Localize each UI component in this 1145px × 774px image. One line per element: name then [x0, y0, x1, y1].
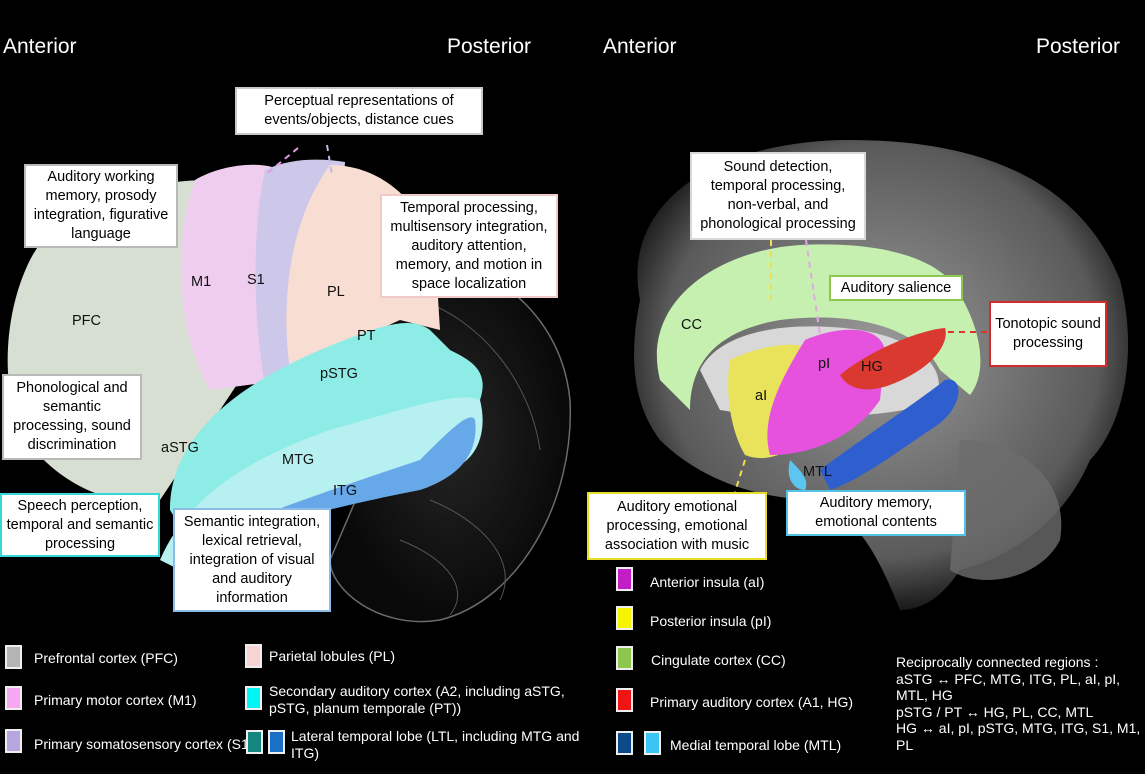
legend-label: Primary somatosensory cortex (S1) [34, 736, 254, 752]
left-posterior-heading: Posterior [447, 35, 532, 58]
pl-swatch [245, 644, 262, 668]
callout-memory: Auditory memory, emotional contents [786, 490, 966, 536]
legend-label: Anterior insula (aI) [650, 574, 765, 590]
mtl-swatch-dark [616, 731, 633, 755]
label-itg: ITG [333, 483, 358, 499]
region-mtl-light [788, 460, 807, 490]
callout-temporal: Temporal processing, multisensory integr… [380, 194, 558, 298]
label-pt: PT [357, 328, 376, 344]
callout-working-memory: Auditory working memory, prosody integra… [24, 164, 178, 248]
right-posterior-heading: Posterior [1036, 35, 1121, 58]
label-pfc: PFC [72, 313, 101, 329]
label-s1: S1 [247, 272, 265, 288]
mtl-swatch-light [644, 731, 661, 755]
label-mtl: MTL [803, 464, 832, 480]
cc-swatch [616, 646, 633, 670]
callout-sound-detection: Sound detection, temporal processing, no… [690, 152, 866, 240]
legend-label: Parietal lobules (PL) [269, 648, 396, 664]
region-hg [840, 328, 946, 390]
pfc-swatch [5, 645, 22, 669]
a1-swatch [616, 688, 633, 712]
ai-swatch [616, 567, 633, 591]
callout-emotional: Auditory emotional processing, emotional… [587, 492, 767, 560]
reciprocal-line: aSTG ↔ PFC, MTG, ITG, PL, aI, pI, MTL, H… [896, 670, 1121, 704]
callout-phonological: Phonological and semantic processing, so… [2, 374, 142, 460]
m1-swatch [5, 686, 22, 710]
legend-label: Primary auditory cortex (A1, HG) [650, 694, 854, 710]
label-hg: HG [861, 359, 883, 375]
region-mtl [820, 379, 959, 490]
reciprocal-connections: Reciprocally connected regions : aSTG ↔ … [896, 654, 1141, 753]
label-astg: aSTG [161, 440, 199, 456]
label-mtg: MTG [282, 452, 315, 468]
reciprocal-title: Reciprocally connected regions : [896, 654, 1099, 670]
s1-swatch [5, 729, 22, 753]
reciprocal-line: pSTG / PT ↔ HG, PL, CC, MTL [896, 703, 1094, 720]
legend-label: Primary motor cortex (M1) [34, 692, 197, 708]
reciprocal-line: HG ↔ aI, pI, pSTG, MTG, ITG, S1, M1, PL [896, 720, 1141, 753]
callout-semantic: Semantic integration, lexical retrieval,… [173, 508, 331, 612]
a2-swatch [245, 686, 262, 710]
callout-perceptual: Perceptual representations of events/obj… [235, 87, 483, 135]
pi-swatch [616, 606, 633, 630]
legend-label: Medial temporal lobe (MTL) [670, 737, 842, 753]
callout-tonotopic: Tonotopic sound processing [989, 301, 1107, 367]
callout-speech: Speech perception, temporal and semantic… [0, 493, 160, 557]
label-pstg: pSTG [320, 366, 358, 382]
label-pi: pI [818, 356, 831, 372]
ltl-swatch-dark [246, 730, 263, 754]
label-cc: CC [681, 317, 702, 333]
label-ai: aI [755, 388, 768, 404]
right-anterior-heading: Anterior [603, 35, 677, 58]
label-m1: M1 [191, 274, 212, 290]
legend-label: Prefrontal cortex (PFC) [34, 650, 178, 666]
legend-label: Cingulate cortex (CC) [651, 652, 786, 668]
legend-label: Secondary auditory cortex (A2, including… [269, 683, 565, 716]
ltl-swatch-blue [268, 730, 285, 754]
region-pi [767, 329, 885, 455]
left-anterior-heading: Anterior [3, 35, 77, 58]
legend-label: Lateral temporal lobe (LTL, including MT… [291, 728, 580, 761]
legend-label: Posterior insula (pI) [650, 613, 772, 629]
callout-salience: Auditory salience [829, 275, 963, 301]
label-pl: PL [327, 284, 345, 300]
